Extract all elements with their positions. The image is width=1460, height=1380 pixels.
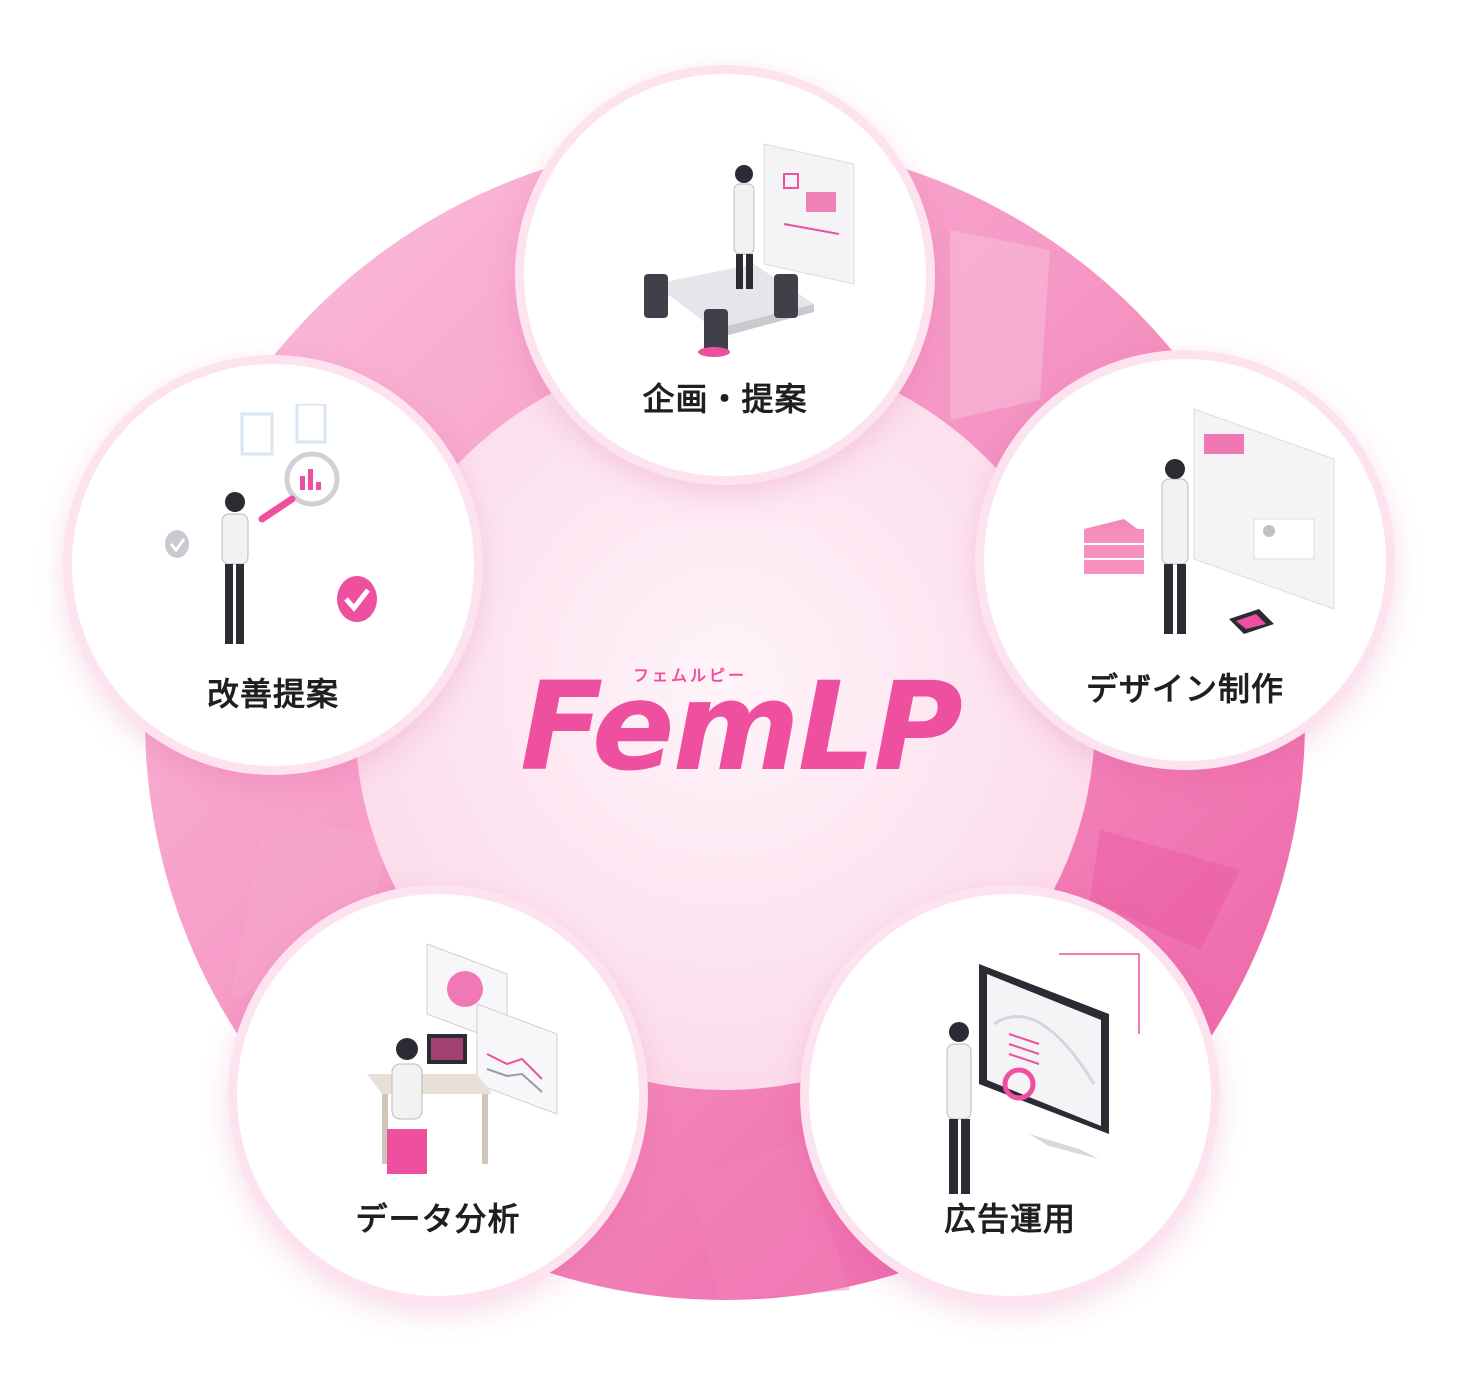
service-node-planning: 企画・提案 — [515, 65, 935, 485]
service-node-advertising: 広告運用 — [800, 885, 1220, 1305]
ring-facet — [1090, 830, 1240, 950]
service-label-data-analysis: データ分析 — [355, 1200, 521, 1238]
design-illustration — [1084, 408, 1335, 634]
service-label-planning: 企画・提案 — [642, 380, 808, 418]
service-label-design: デザイン制作 — [1085, 670, 1284, 708]
service-node-improvement: 改善提案 — [63, 355, 483, 775]
service-node-data-analysis: データ分析 — [228, 885, 648, 1305]
data-analysis-illustration — [367, 943, 558, 1174]
brand-ruby: フェムルピー — [632, 666, 747, 685]
ring-facet — [690, 1140, 850, 1300]
center-disc — [355, 350, 1095, 1090]
service-label-improvement: 改善提案 — [206, 675, 339, 713]
ad-monitor-illustration — [946, 953, 1140, 1194]
ring-facet — [950, 230, 1050, 420]
improvement-illustration — [165, 404, 377, 644]
service-label-advertising: 広告運用 — [943, 1200, 1076, 1238]
brand-logo: FemLP — [520, 656, 963, 798]
meeting-illustration — [644, 143, 855, 357]
service-node-design: デザイン制作 — [975, 350, 1395, 770]
